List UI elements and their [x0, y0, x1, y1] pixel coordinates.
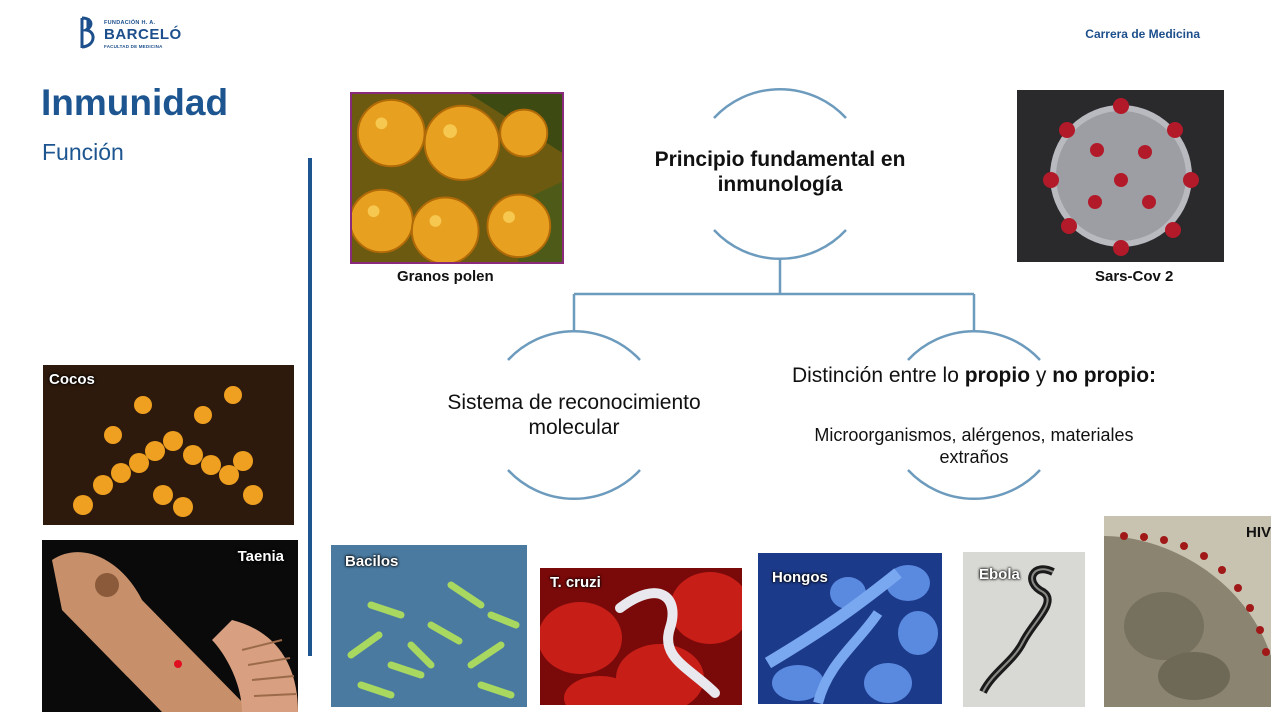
right-arc-top [907, 330, 1041, 361]
barcelo-logo-icon [80, 16, 95, 49]
diagram-right-detail: Microorganismos, alérgenos, materiales e… [814, 425, 1134, 467]
connector-lines [572, 258, 976, 330]
tcruzi-label: T. cruzi [550, 574, 601, 591]
barcelo-logo: FUNDACIÓN H. A. BARCELÓ FACULTAD DE MEDI… [78, 16, 181, 52]
center-arc-bottom [713, 229, 847, 260]
right-bold-no-propio: no propio: [1052, 364, 1157, 387]
slide-title: Inmunidad [41, 82, 229, 123]
taenia-image: Taenia [42, 540, 298, 712]
hiv-image: HIV [1104, 516, 1271, 707]
pollen-image [350, 92, 564, 264]
cocos-label: Cocos [49, 371, 95, 388]
diagram-right-text: Distinción entre lo propio y no propio: [790, 363, 1158, 388]
pollen-caption: Granos polen [397, 268, 494, 285]
hongos-image: Hongos [758, 553, 942, 704]
ebola-label: Ebola [979, 566, 1020, 583]
diagram-left-text: Sistema de reconocimiento molecular [447, 391, 701, 439]
bacilos-label: Bacilos [345, 553, 399, 570]
slide-subtitle: Función [42, 139, 124, 165]
sarscov2-caption: Sars-Cov 2 [1095, 268, 1174, 285]
cocos-image: Cocos [43, 365, 294, 525]
right-prefix: Distinción entre lo [791, 364, 965, 387]
diagram-center-text: Principio fundamental en inmunología [654, 148, 906, 196]
sarscov2-image [1017, 90, 1224, 262]
vertical-divider [308, 158, 312, 656]
left-arc-top [507, 330, 641, 361]
right-bold-propio: propio [964, 364, 1031, 387]
logo-bottom-line: FACULTAD DE MEDICINA [104, 44, 163, 49]
tcruzi-image: T. cruzi [540, 568, 742, 705]
left-arc-bottom [507, 469, 641, 500]
center-arc-top [713, 88, 847, 119]
right-mid: y [1030, 364, 1053, 387]
bacilos-image: Bacilos [331, 545, 527, 707]
ebola-image: Ebola [963, 552, 1085, 707]
logo-top-line: FUNDACIÓN H. A. [104, 20, 156, 26]
right-arc-bottom [907, 469, 1041, 500]
program-name: Carrera de Medicina [1085, 27, 1200, 41]
hiv-label: HIV [1245, 524, 1271, 541]
hongos-label: Hongos [772, 569, 828, 586]
logo-name: BARCELÓ [104, 26, 182, 43]
taenia-label: Taenia [237, 548, 284, 565]
